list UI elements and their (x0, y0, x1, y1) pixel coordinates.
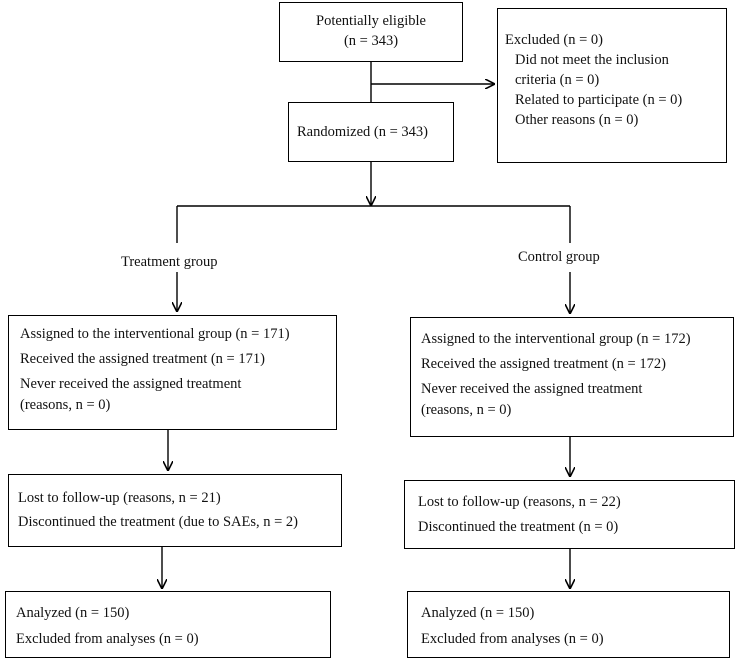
allocation-line: Received the assigned treatment (n = 172… (421, 356, 666, 372)
excluded-item: Other reasons (n = 0) (515, 112, 639, 128)
followup-line: Discontinued the treatment (n = 0) (418, 519, 619, 535)
analysis-line: Analyzed (n = 150) (421, 605, 535, 621)
randomized-box: Randomized (n = 343) (288, 102, 454, 162)
treatment-group-label: Treatment group (121, 254, 218, 270)
allocation-line: (reasons, n = 0) (20, 397, 111, 413)
treatment-allocation-box: Assigned to the interventional group (n … (8, 315, 337, 430)
eligible-count: (n = 343) (343, 33, 399, 49)
excluded-item: Related to participate (n = 0) (515, 92, 683, 108)
excluded-box: Excluded (n = 0) Did not meet the inclus… (497, 8, 727, 163)
excluded-item: Did not meet the inclusion (515, 52, 669, 68)
allocation-line: Never received the assigned treatment (20, 376, 242, 392)
control-followup-box: Lost to follow-up (reasons, n = 22) Disc… (404, 480, 735, 549)
allocation-line: Assigned to the interventional group (n … (421, 331, 691, 347)
treatment-analysis-box: Analyzed (n = 150) Excluded from analyse… (5, 591, 331, 658)
control-analysis-box: Analyzed (n = 150) Excluded from analyse… (407, 591, 730, 658)
followup-line: Lost to follow-up (reasons, n = 21) (18, 490, 221, 506)
analysis-line: Excluded from analyses (n = 0) (421, 631, 604, 647)
allocation-line: Received the assigned treatment (n = 171… (20, 351, 265, 367)
eligible-box: Potentially eligible (n = 343) (279, 2, 463, 62)
excluded-title: Excluded (n = 0) (505, 32, 603, 48)
treatment-followup-box: Lost to follow-up (reasons, n = 21) Disc… (8, 474, 342, 547)
allocation-line: Assigned to the interventional group (n … (20, 326, 290, 342)
analysis-line: Excluded from analyses (n = 0) (16, 631, 199, 647)
allocation-line: Never received the assigned treatment (421, 381, 643, 397)
allocation-line: (reasons, n = 0) (421, 402, 512, 418)
eligible-title: Potentially eligible (316, 13, 426, 29)
followup-line: Lost to follow-up (reasons, n = 22) (418, 494, 621, 510)
analysis-line: Analyzed (n = 150) (16, 605, 130, 621)
followup-line: Discontinued the treatment (due to SAEs,… (18, 514, 298, 530)
control-allocation-box: Assigned to the interventional group (n … (410, 317, 734, 437)
excluded-item: criteria (n = 0) (515, 72, 600, 88)
control-group-label: Control group (518, 249, 600, 265)
randomized-label: Randomized (n = 343) (297, 124, 428, 140)
